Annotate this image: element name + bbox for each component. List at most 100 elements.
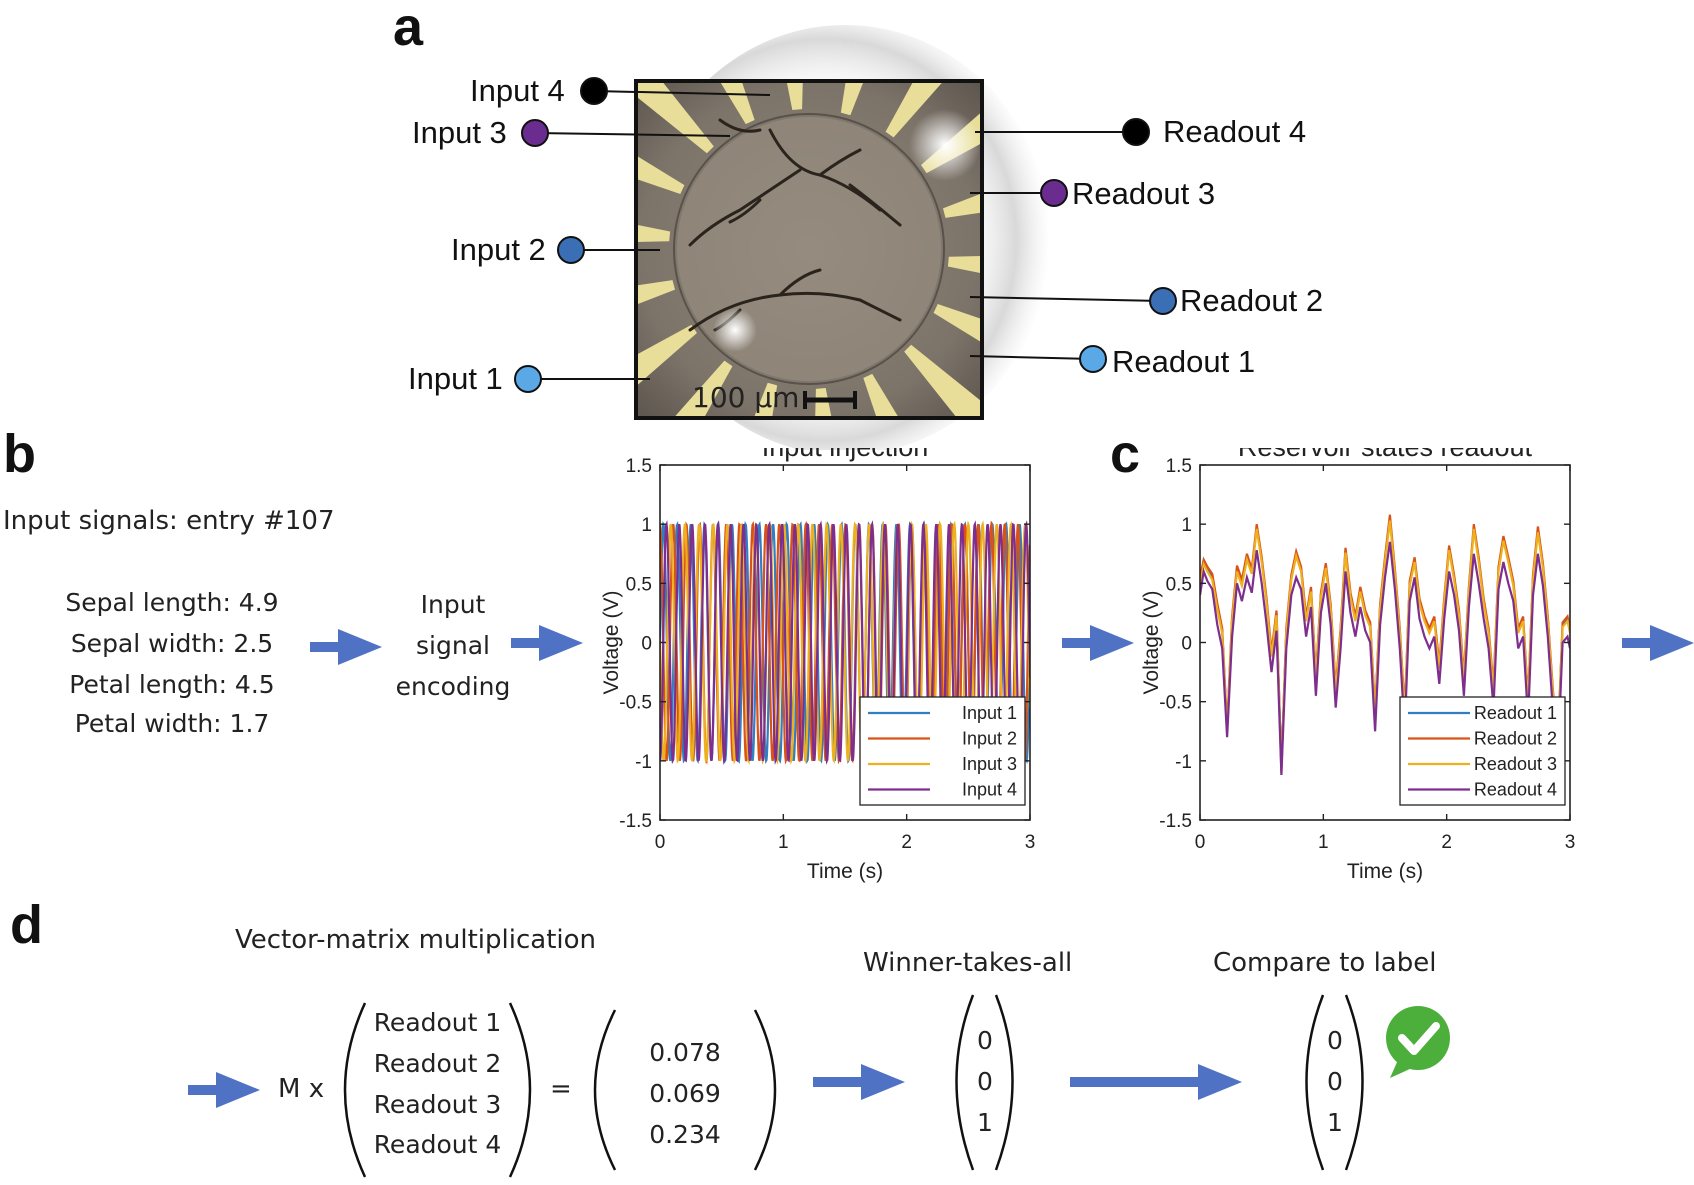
input-1-label: Input 1: [408, 361, 503, 396]
chart-reservoir-readout: Reservoir states readout 1.5 1 0.5 0 -0.5 -1 -1…: [1140, 448, 1576, 883]
x-axis-label: Time (s): [1347, 860, 1423, 883]
input-2-dot: [557, 236, 585, 264]
label-right-paren: [1344, 994, 1364, 1171]
wta-value-3: 1: [977, 1108, 993, 1137]
wta-right-paren: [994, 994, 1014, 1171]
param-sepal-length: Sepal length: 4.9: [65, 588, 279, 617]
arrow-params-to-encoding: [310, 629, 382, 665]
arrow-to-compare: [1070, 1064, 1242, 1100]
label-left-paren: [1305, 994, 1325, 1171]
encoding-line-1: Input: [420, 590, 486, 619]
y-tick-label: -0.5: [1159, 693, 1192, 714]
result-value-3: 0.234: [649, 1120, 721, 1149]
input-3-label: Input 3: [412, 115, 507, 150]
panel-label-b: b: [3, 424, 36, 484]
y-tick-label: -0.5: [619, 693, 652, 714]
result-vector-right-paren: [753, 1009, 777, 1171]
encoding-line-3: encoding: [395, 672, 511, 701]
y-tick-label: -1.5: [1159, 811, 1192, 832]
legend: Readout 1 Readout 2 Readout 3 Readout 4: [1399, 696, 1566, 806]
y-tick-label: 0.5: [626, 574, 652, 595]
param-petal-length: Petal length: 4.5: [69, 670, 275, 699]
param-sepal-width: Sepal width: 2.5: [70, 629, 274, 658]
param-petal-width: Petal width: 1.7: [74, 709, 270, 738]
electrode-finger: [840, 81, 864, 116]
readout-3-dot: [1040, 179, 1068, 207]
legend-label: Readout 1: [1474, 703, 1557, 723]
legend-label: Readout 3: [1474, 754, 1557, 774]
y-tick-label: -1: [1175, 752, 1192, 773]
equals-sign: =: [550, 1074, 572, 1104]
electrode-finger: [904, 344, 982, 418]
y-tick-label: 0: [1181, 634, 1192, 655]
device-micrograph: [514, 25, 1177, 450]
arrow-encoding-to-injection: [511, 625, 583, 661]
y-tick-label: -1.5: [619, 811, 652, 832]
electrode-finger: [786, 81, 803, 110]
input-2-label: Input 2: [451, 232, 546, 267]
electrode-finger: [636, 155, 685, 194]
legend-label: Input 2: [962, 729, 1017, 749]
legend: Input 1 Input 2 Input 3 Input 4: [859, 696, 1026, 806]
electrode-finger: [863, 373, 899, 418]
readout-2-label: Readout 2: [1180, 283, 1324, 318]
vector-readout-1: Readout 1: [373, 1008, 502, 1037]
y-tick-label: 0.5: [1166, 574, 1192, 595]
label-value-2: 0: [1327, 1067, 1343, 1096]
electrode-finger: [636, 280, 676, 305]
x-tick-label: 1: [778, 832, 789, 853]
series-line-4: [1200, 541, 1570, 776]
y-tick-label: 1.5: [1166, 456, 1192, 477]
vector-readout-3: Readout 3: [373, 1090, 502, 1119]
readout-1-label: Readout 1: [1112, 344, 1256, 379]
y-tick-label: 1: [1181, 515, 1192, 536]
vector-readout-2: Readout 2: [373, 1049, 502, 1078]
chart-title: Reservoir states readout: [1238, 448, 1533, 462]
electrode-finger: [815, 388, 832, 418]
y-tick-label: 0: [641, 634, 652, 655]
panel-label-a: a: [393, 0, 424, 57]
input-4-dot: [580, 77, 608, 105]
electrode-finger: [673, 360, 733, 418]
label-value-3: 1: [1327, 1108, 1343, 1137]
x-tick-label: 2: [1441, 832, 1452, 853]
readout-4-label: Readout 4: [1163, 114, 1307, 149]
electrode-finger: [719, 81, 755, 125]
electrode-finger: [947, 256, 982, 274]
electrode-finger: [942, 193, 982, 218]
input-4-label: Input 4: [470, 73, 565, 108]
legend-label: Input 3: [962, 754, 1017, 774]
result-value-1: 0.078: [649, 1038, 721, 1067]
y-tick-label: 1: [641, 515, 652, 536]
legend-label: Input 4: [962, 780, 1017, 800]
readout-vector-right-paren: [508, 1002, 532, 1178]
series-line-3: [660, 520, 1030, 765]
chart-title: Input injection: [762, 448, 929, 462]
y-tick-label: 1.5: [626, 456, 652, 477]
result-value-2: 0.069: [649, 1079, 721, 1108]
readout-vector-left-paren: [343, 1002, 367, 1178]
legend-label: Readout 2: [1474, 729, 1557, 749]
legend-label: Input 1: [962, 703, 1017, 723]
wta-title: Winner-takes-all: [863, 948, 1073, 978]
electrode-finger: [885, 81, 944, 138]
arrow-into-vmm: [188, 1072, 260, 1108]
x-tick-label: 3: [1565, 832, 1576, 853]
input-1-dot: [514, 365, 542, 393]
legend-label: Readout 4: [1474, 780, 1557, 800]
encoding-line-2: signal: [416, 631, 490, 660]
chart-input-injection: Input injection1.510.50-0.5-1-1.50123Tim…: [600, 448, 1035, 883]
wta-value-2: 0: [977, 1067, 993, 1096]
panel-label-c: c: [1110, 424, 1141, 484]
wta-left-paren: [955, 994, 975, 1171]
label-value-1: 0: [1327, 1026, 1343, 1055]
x-tick-label: 2: [901, 832, 912, 853]
x-tick-label: 0: [655, 832, 666, 853]
readout-3-label: Readout 3: [1072, 176, 1216, 211]
electrode-finger: [753, 382, 778, 418]
vector-readout-4: Readout 4: [373, 1130, 502, 1159]
result-vector-left-paren: [593, 1009, 617, 1171]
input-3-dot: [521, 119, 549, 147]
series-line-3: [1200, 520, 1570, 773]
electrode-finger: [636, 324, 697, 387]
